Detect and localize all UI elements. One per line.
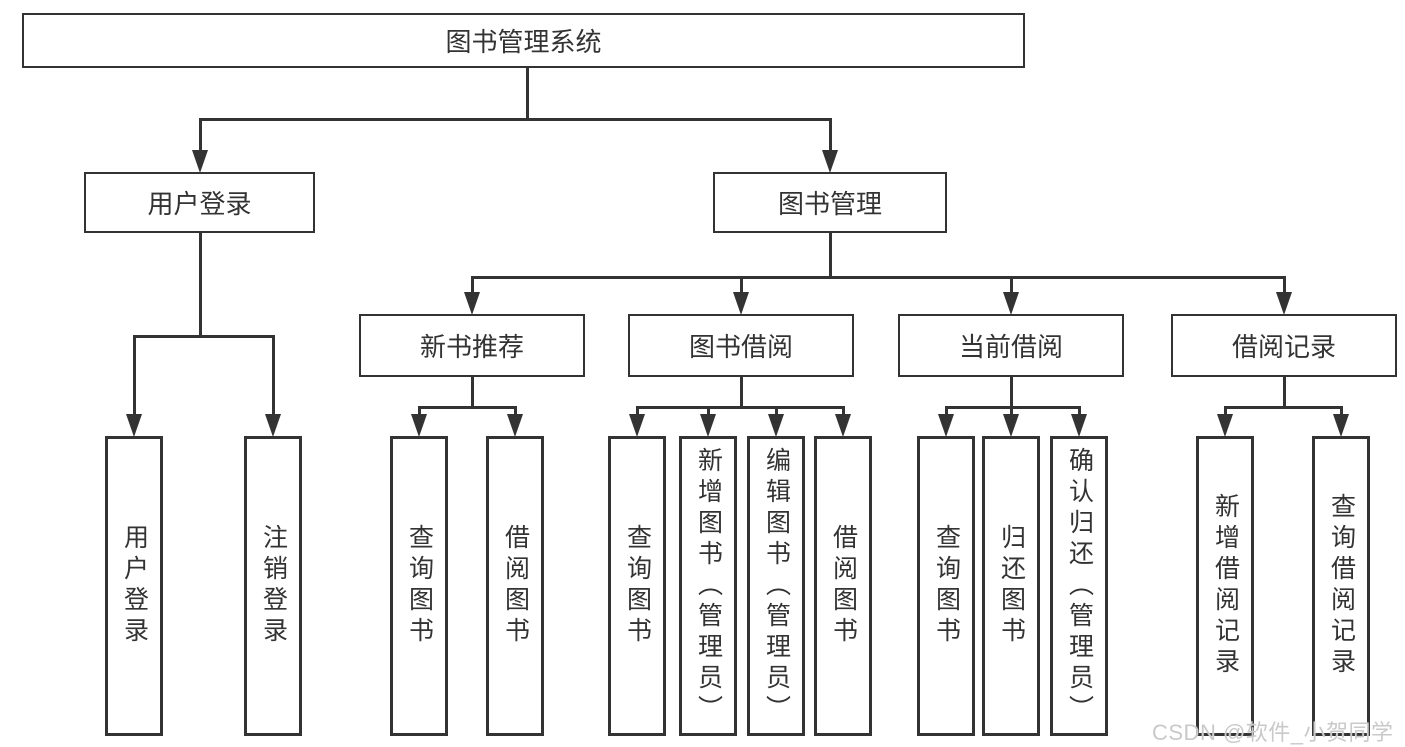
connector-line bbox=[774, 407, 778, 416]
node-book-borrowing-label: 图书借阅 bbox=[688, 332, 793, 362]
connector-line bbox=[132, 336, 136, 416]
arrowhead-down-icon bbox=[126, 414, 142, 437]
connector-line bbox=[1339, 407, 1343, 416]
connector-line bbox=[739, 377, 743, 409]
node-current-borrowing: 当前借阅 bbox=[898, 314, 1124, 377]
leaf-query-books-borrowing-label: 查询图书 bbox=[623, 524, 652, 648]
connector-line bbox=[470, 277, 474, 294]
leaf-logout: 注销登录 bbox=[244, 436, 302, 736]
node-current-borrowing-label: 当前借阅 bbox=[958, 332, 1063, 362]
leaf-add-books-admin-label: 新增图书（管理员） bbox=[694, 446, 723, 726]
connector-line bbox=[635, 407, 639, 416]
leaf-query-books-current: 查询图书 bbox=[917, 436, 975, 736]
connector-line bbox=[841, 407, 845, 416]
leaf-return-books-label: 归还图书 bbox=[997, 524, 1026, 648]
leaf-borrow-books-borrowing: 借阅图书 bbox=[814, 436, 872, 736]
arrowhead-down-icon bbox=[265, 414, 281, 437]
node-book-borrowing: 图书借阅 bbox=[628, 314, 854, 377]
arrowhead-down-icon bbox=[822, 150, 838, 173]
leaf-add-books-admin: 新增图书（管理员） bbox=[679, 436, 737, 736]
leaf-borrow-books-recommend-label: 借阅图书 bbox=[501, 524, 530, 648]
leaf-confirm-return-admin-label: 确认归还（管理员） bbox=[1065, 446, 1094, 726]
arrowhead-down-icon bbox=[464, 292, 480, 315]
leaf-edit-books-admin: 编辑图书（管理员） bbox=[747, 436, 805, 736]
connector-line bbox=[635, 405, 845, 409]
node-book-management-label: 图书管理 bbox=[777, 189, 882, 219]
node-book-management: 图书管理 bbox=[713, 172, 947, 233]
csdn-watermark: CSDN @软件_小贺同学 bbox=[1152, 720, 1394, 745]
connector-line bbox=[1009, 277, 1013, 294]
leaf-query-borrow-record: 查询借阅记录 bbox=[1312, 436, 1370, 736]
arrowhead-down-icon bbox=[835, 414, 851, 437]
arrowhead-down-icon bbox=[938, 414, 954, 437]
connector-line bbox=[1009, 407, 1013, 416]
arrowhead-down-icon bbox=[1333, 414, 1349, 437]
leaf-query-books-recommend-label: 查询图书 bbox=[405, 524, 434, 648]
leaf-query-books-borrowing: 查询图书 bbox=[608, 436, 666, 736]
node-borrowing-records-label: 借阅记录 bbox=[1231, 332, 1336, 362]
connector-line bbox=[513, 407, 517, 416]
connector-line bbox=[828, 233, 832, 279]
node-user-login-label: 用户登录 bbox=[147, 189, 252, 219]
leaf-confirm-return-admin: 确认归还（管理员） bbox=[1050, 436, 1108, 736]
connector-line bbox=[198, 233, 202, 338]
node-borrowing-records: 借阅记录 bbox=[1171, 314, 1397, 377]
arrowhead-down-icon bbox=[507, 414, 523, 437]
connector-line bbox=[1282, 377, 1286, 409]
arrowhead-down-icon bbox=[1217, 414, 1233, 437]
arrowhead-down-icon bbox=[733, 292, 749, 315]
arrowhead-down-icon bbox=[700, 414, 716, 437]
connector-line bbox=[470, 377, 474, 409]
node-new-book-recommend: 新书推荐 bbox=[359, 314, 585, 377]
connector-line bbox=[739, 277, 743, 294]
connector-line bbox=[1077, 407, 1081, 416]
connector-line bbox=[198, 117, 832, 121]
leaf-return-books: 归还图书 bbox=[982, 436, 1040, 736]
connector-line bbox=[828, 119, 832, 152]
connector-line bbox=[198, 119, 202, 152]
connector-line bbox=[525, 68, 529, 121]
connector-line bbox=[706, 407, 710, 416]
arrowhead-down-icon bbox=[1276, 292, 1292, 315]
arrowhead-down-icon bbox=[1003, 414, 1019, 437]
leaf-add-borrow-record: 新增借阅记录 bbox=[1196, 436, 1254, 736]
connector-line bbox=[271, 336, 275, 416]
node-root-label: 图书管理系统 bbox=[445, 27, 602, 57]
leaf-query-books-recommend: 查询图书 bbox=[390, 436, 448, 736]
connector-line bbox=[1223, 407, 1227, 416]
node-user-login: 用户登录 bbox=[84, 172, 315, 233]
leaf-edit-books-admin-label: 编辑图书（管理员） bbox=[762, 446, 791, 726]
connector-line bbox=[1009, 377, 1013, 409]
connector-line bbox=[132, 334, 275, 338]
leaf-user-login: 用户登录 bbox=[105, 436, 163, 736]
connector-line bbox=[470, 275, 1286, 279]
leaf-query-borrow-record-label: 查询借阅记录 bbox=[1327, 493, 1356, 679]
leaf-query-books-current-label: 查询图书 bbox=[932, 524, 961, 648]
connector-line bbox=[944, 407, 948, 416]
connector-line bbox=[1282, 277, 1286, 294]
arrowhead-down-icon bbox=[411, 414, 427, 437]
leaf-add-borrow-record-label: 新增借阅记录 bbox=[1211, 493, 1240, 679]
leaf-borrow-books-recommend: 借阅图书 bbox=[486, 436, 544, 736]
leaf-user-login-label: 用户登录 bbox=[120, 524, 149, 648]
leaf-logout-label: 注销登录 bbox=[259, 524, 288, 648]
arrowhead-down-icon bbox=[1071, 414, 1087, 437]
connector-line bbox=[1223, 405, 1343, 409]
connector-line bbox=[944, 405, 1081, 409]
arrowhead-down-icon bbox=[629, 414, 645, 437]
connector-line bbox=[417, 407, 421, 416]
node-new-book-recommend-label: 新书推荐 bbox=[419, 332, 524, 362]
arrowhead-down-icon bbox=[1003, 292, 1019, 315]
arrowhead-down-icon bbox=[768, 414, 784, 437]
leaf-borrow-books-borrowing-label: 借阅图书 bbox=[829, 524, 858, 648]
node-root: 图书管理系统 bbox=[22, 13, 1025, 68]
arrowhead-down-icon bbox=[192, 150, 208, 173]
connector-line bbox=[417, 405, 517, 409]
